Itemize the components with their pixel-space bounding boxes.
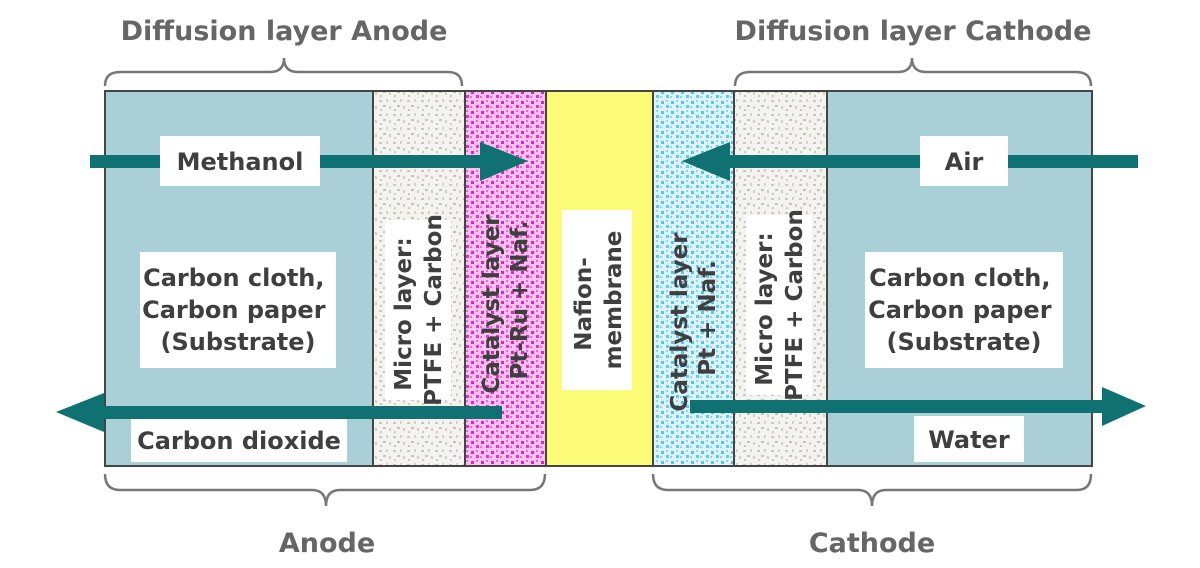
anode-brace: [103, 473, 547, 507]
carbon-dioxide-label: Carbon dioxide: [137, 427, 341, 455]
anode-catalyst-layer-label: Catalyst layer Pt-Ru + Naf.: [479, 206, 533, 394]
diffusion-layer-cathode-label: Diffusion layer Cathode: [735, 16, 1092, 47]
svg-text:Micro layer: PTFE + Carb: Micro layer: PTFE + Carbon: [391, 214, 447, 406]
anode-diffusion-brace: [103, 57, 464, 87]
anode-micro-layer-label: Micro layer: PTFE + Carbon: [385, 214, 451, 406]
diffusion-layer-anode-label: Diffusion layer Anode: [121, 16, 448, 47]
cathode-micro-layer-label: Micro layer: PTFE + Carbon: [746, 209, 812, 401]
cathode-catalyst-layer-label: Catalyst layer Pt + Naf.: [667, 224, 721, 412]
methanol-label-box: [160, 136, 320, 186]
anode-substrate-label: Carbon cloth, Carbon paper (Substrate): [142, 264, 334, 356]
water-label-box: [914, 416, 1024, 462]
methanol-label: Methanol: [177, 148, 304, 176]
air-label: Air: [945, 148, 984, 176]
water-label: Water: [928, 426, 1010, 454]
anode-label: Anode: [279, 528, 375, 559]
cathode-substrate-label: Carbon cloth, Carbon paper (Substrate): [868, 264, 1060, 356]
cathode-substrate-label-box: [865, 252, 1063, 368]
svg-text:Catalyst layer Pt-Ru + N: Catalyst layer Pt-Ru + Naf.: [479, 206, 533, 393]
cathode-diffusion-brace: [733, 57, 1093, 87]
cathode-brace: [651, 473, 1093, 507]
nafion-membrane-label: Nafion- membrane: [562, 210, 632, 390]
air-label-box: [920, 136, 1008, 186]
water-flow-arrow: [690, 387, 1146, 426]
svg-text:Catalyst layer Pt + Naf.: Catalyst layer Pt + Naf.: [667, 224, 721, 411]
cathode-label: Cathode: [809, 528, 935, 559]
svg-text:Micro layer: PTFE + Carb: Micro layer: PTFE + Carbon: [752, 209, 808, 401]
carbon-dioxide-flow-arrow: [56, 393, 502, 432]
anode-substrate-label-box: [140, 252, 336, 368]
carbon-dioxide-label-box: [131, 419, 347, 462]
svg-text:Nafion- membrane: Nafion- membrane: [571, 231, 627, 370]
